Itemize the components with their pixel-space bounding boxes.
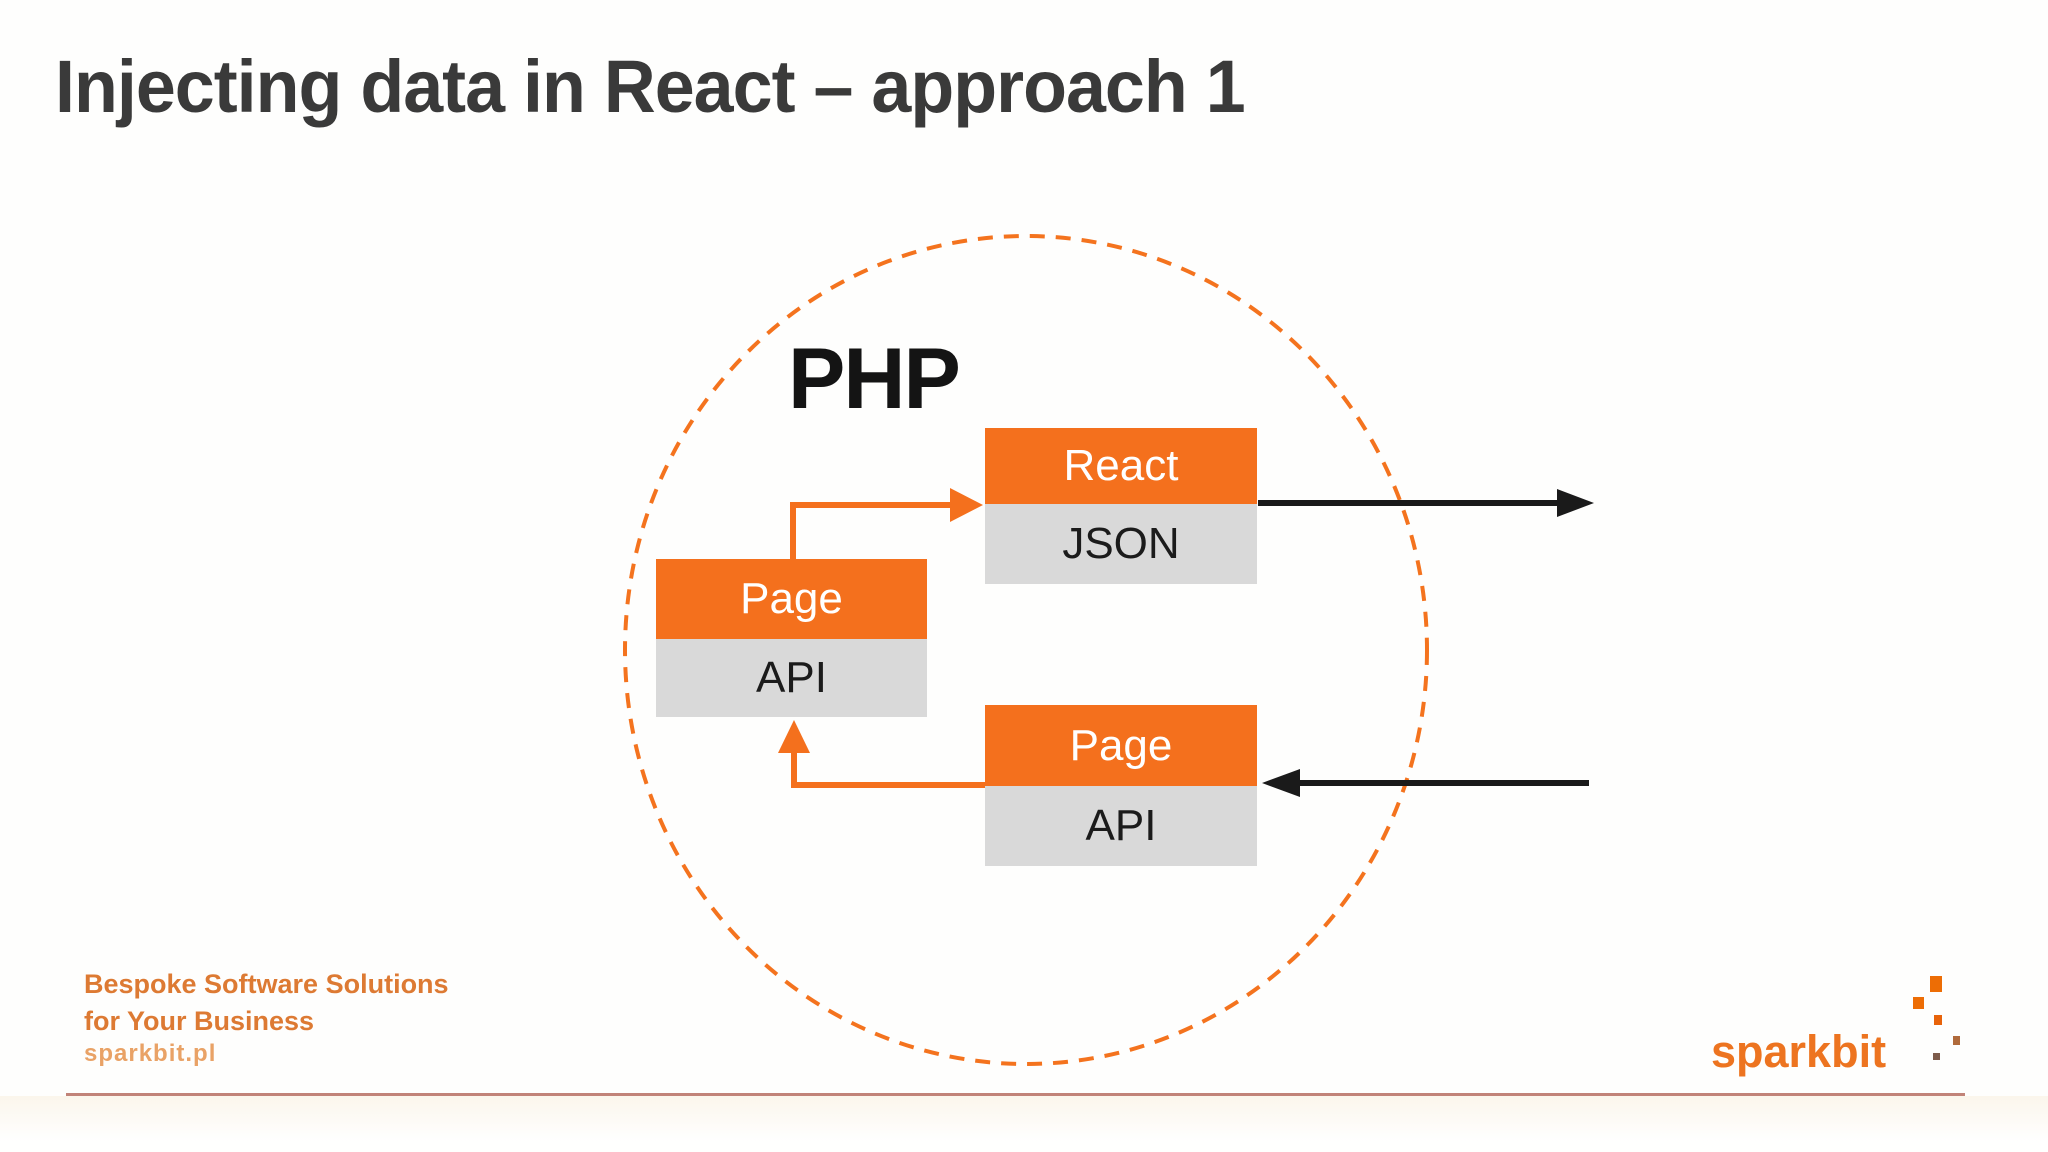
- slide-title: Injecting data in React – approach 1: [55, 45, 1246, 128]
- footer-tagline-line1: Bespoke Software Solutions: [84, 969, 449, 999]
- php-label: PHP: [788, 331, 961, 427]
- node-page-bottom: Page API: [985, 705, 1257, 866]
- page-bottom-label: Page: [1069, 720, 1173, 770]
- footer-tagline: Bespoke Software Solutions for Your Busi…: [84, 966, 449, 1040]
- node-page-left-header: Page: [656, 559, 927, 639]
- react-output-arrow: [1258, 489, 1594, 517]
- api-left-label: API: [756, 653, 827, 702]
- node-react-header: React: [985, 428, 1257, 504]
- logo-dot: [1933, 1053, 1940, 1060]
- node-page-bottom-body: API: [985, 786, 1257, 866]
- node-react-body: JSON: [985, 504, 1257, 584]
- sparkbit-logo-text: sparkbit: [1711, 1026, 1887, 1077]
- node-page-left-body: API: [656, 639, 927, 717]
- react-label: React: [1063, 441, 1179, 490]
- footer-website: sparkbit.pl: [84, 1040, 217, 1067]
- json-label: JSON: [1062, 519, 1180, 568]
- logo-dot: [1934, 1015, 1942, 1025]
- footer-divider: [66, 1093, 1965, 1096]
- incoming-request-arrow: [1262, 769, 1589, 797]
- node-page-left: Page API: [656, 559, 927, 717]
- footer-tint: [0, 1096, 2048, 1152]
- api-bottom-label: API: [1085, 801, 1157, 850]
- node-page-bottom-header: Page: [985, 705, 1257, 786]
- logo-dot: [1913, 997, 1924, 1009]
- logo-dot: [1953, 1036, 1960, 1045]
- logo-dot: [1930, 976, 1942, 992]
- page-left-label: Page: [740, 574, 843, 623]
- page-to-react-arrow: [790, 488, 983, 559]
- node-react: React JSON: [985, 428, 1257, 584]
- api-return-arrow: [778, 720, 987, 788]
- footer-tagline-line2: for Your Business: [84, 1006, 315, 1036]
